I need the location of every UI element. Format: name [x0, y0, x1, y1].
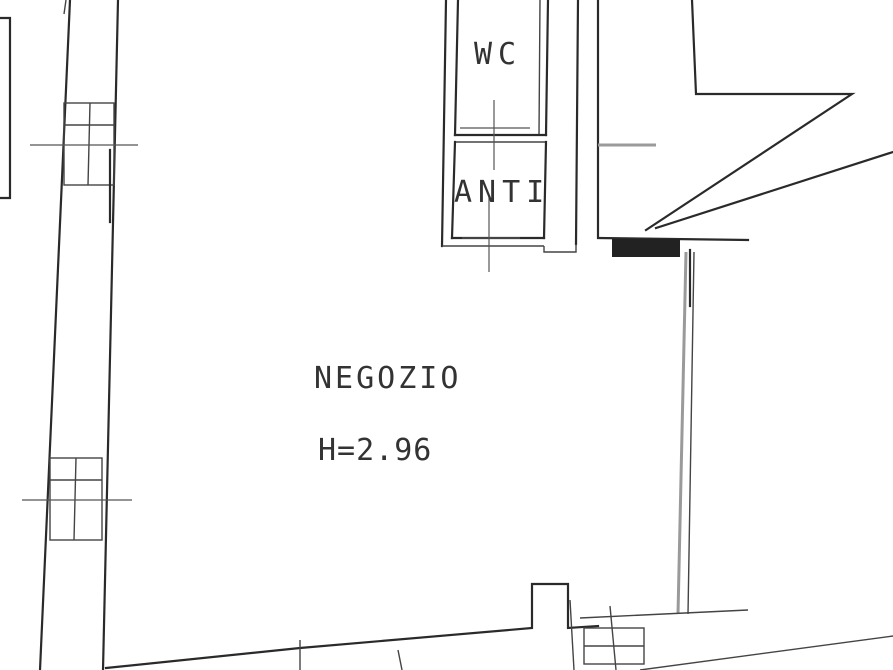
annotation-leaders: [644, 0, 893, 232]
service-block: [440, 0, 550, 272]
room-label-anti: ANTI: [454, 175, 550, 210]
left-column-upper: [30, 102, 138, 224]
left-edge-frame: [0, 16, 12, 200]
bottom-wall: [104, 582, 893, 670]
right-shop-wall: [676, 251, 695, 615]
ceiling-height-label: H=2.96: [318, 433, 432, 468]
service-shaft: [543, 0, 656, 253]
room-label-negozio: NEGOZIO: [314, 361, 461, 396]
left-outer-wall: [38, 0, 120, 670]
left-column-lower: [22, 457, 132, 541]
door-threshold: [596, 236, 750, 308]
room-label-wc: WC: [474, 37, 522, 72]
